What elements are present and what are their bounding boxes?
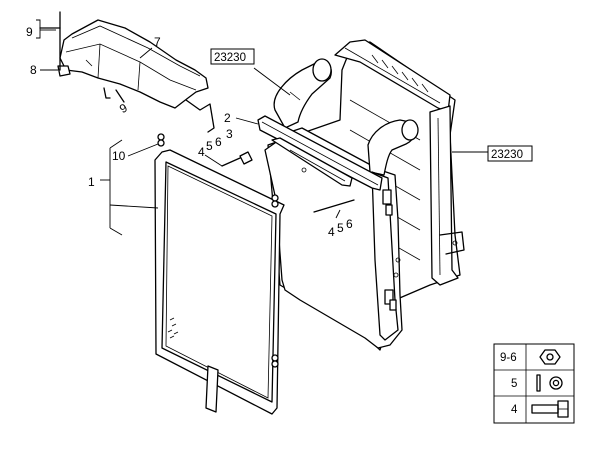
washer-icon	[536, 374, 563, 392]
callout-9-top: 9	[26, 25, 33, 39]
legend-row-2-label: 5	[511, 378, 517, 390]
callout-7: 7	[154, 35, 161, 49]
callout-labels: 9 7 8 9 2 4 5 6 3 10 1 4 5 6	[26, 25, 353, 239]
hardware-legend: 9-6 5 4	[493, 343, 575, 424]
callout-2: 2	[224, 111, 231, 125]
seal-frame	[154, 133, 285, 415]
hex-bolt-icon	[531, 400, 569, 418]
callout-4-lower: 4	[328, 225, 335, 239]
mounting-bar	[257, 115, 383, 191]
hardware	[39, 11, 355, 213]
callout-5-upper: 5	[206, 139, 213, 153]
reference-label-right: 23230	[491, 149, 523, 161]
legend-row-3-label: 4	[511, 404, 518, 416]
callout-4-upper: 4	[198, 145, 205, 159]
callout-3: 3	[226, 127, 233, 141]
upper-shroud	[59, 19, 215, 133]
callout-1: 1	[88, 175, 95, 189]
reference-box-right: 23230	[487, 145, 533, 162]
callout-6-upper: 6	[215, 135, 222, 149]
reference-box-top: 23230	[210, 48, 255, 65]
callout-8: 8	[30, 63, 37, 77]
leader-lines	[36, 19, 488, 236]
callout-5-lower: 5	[337, 221, 344, 235]
legend-row-1-label: 9-6	[500, 352, 517, 364]
callout-6-lower: 6	[346, 217, 353, 231]
reference-label-top: 23230	[214, 52, 246, 64]
callout-10: 10	[112, 149, 126, 163]
hex-nut-icon	[539, 349, 561, 365]
callout-9-low: 9	[117, 100, 130, 116]
